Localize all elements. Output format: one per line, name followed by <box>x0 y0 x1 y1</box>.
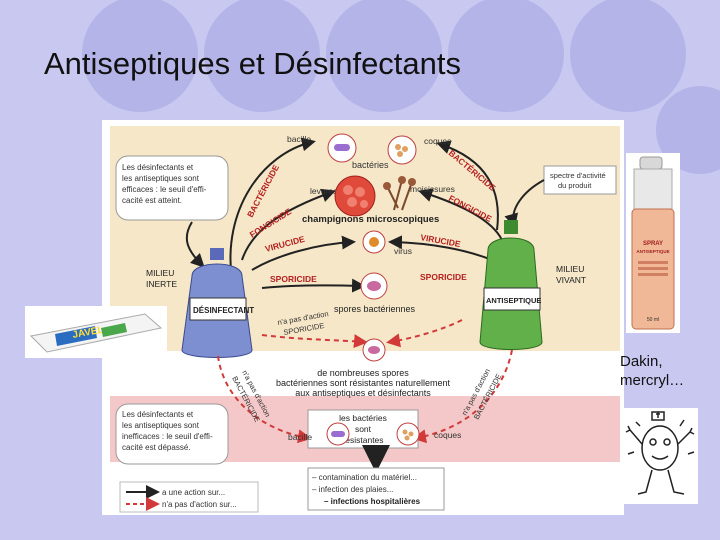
arc-left-sporicide <box>261 278 366 293</box>
coques-illustration <box>387 135 417 165</box>
moisissures-label: moisissures <box>410 184 455 194</box>
antiseptique-label: ANTISEPTIQUE <box>486 296 541 305</box>
levures-label: levures <box>310 186 337 196</box>
product-caption: Dakin, mercryl… <box>620 352 684 390</box>
inefficacy-line-3: inefficaces : le seuil d'effi- <box>122 432 213 441</box>
consequence-3: – infections hospitalières <box>324 497 421 506</box>
inefficacy-line-1: Les désinfectants et <box>122 410 194 419</box>
arc-right-fongicide <box>418 188 503 241</box>
bacille-bottom-label: bacille <box>288 432 312 442</box>
no-action-bact-left-arc <box>217 355 312 444</box>
slide-title: Antiseptiques et Désinfectants <box>44 46 462 81</box>
resistant-bacteria-1: les bactéries <box>339 413 387 423</box>
cartoon-character-image <box>624 408 698 504</box>
desinfectant-label: DÉSINFECTANT <box>193 306 254 315</box>
spore-illustration <box>360 272 388 300</box>
milieu-vivant-1: MILIEU <box>556 264 584 274</box>
spray-product-image: SPRAY ANTISEPTIQUE 50 ml <box>626 153 680 333</box>
javel-label: JAVEL <box>72 325 105 341</box>
champignons-label: champignons microscopiques <box>302 214 439 225</box>
resistant-spore-illustration <box>362 338 386 362</box>
no-action-sporicide-arc <box>261 334 368 349</box>
levures-illustration <box>334 175 376 217</box>
efficacy-line-4: cacité est atteint. <box>122 196 182 205</box>
bacteries-label: bactéries <box>352 160 389 170</box>
legend: a une action sur... n'a pas d'action sur… <box>119 481 259 513</box>
consequence-2: – infection des plaies... <box>312 485 393 494</box>
resistant-spores-2: bactériennes sont résistantes naturellem… <box>276 378 451 388</box>
spectrum-box <box>543 165 617 195</box>
inefficacy-box <box>115 403 229 465</box>
milieu-inerte-1: MILIEU <box>146 268 174 278</box>
spectrum-line-2: du produit <box>558 181 592 190</box>
milieu-inerte-2: INERTE <box>146 279 177 289</box>
moisissures-illustration <box>383 176 416 211</box>
caption-line-1: Dakin, <box>620 353 663 370</box>
inerte-arrow <box>185 221 205 268</box>
legend-no-action: n'a pas d'action sur... <box>162 500 237 509</box>
milieu-vivant-2: VIVANT <box>556 275 586 285</box>
arc-left-bactericide <box>229 137 316 281</box>
resistant-coques-illustration <box>396 422 420 446</box>
spores-label: spores bactériennes <box>334 304 416 314</box>
consequences-box <box>307 467 445 511</box>
virus-illustration <box>362 230 386 254</box>
spray-label-3: 50 ml <box>647 317 659 323</box>
inefficacy-line-2: les antiseptiques sont <box>122 421 200 430</box>
virus-label: virus <box>394 246 412 256</box>
arc-right-bactericide <box>436 140 499 231</box>
resistant-bacteria-2: sont <box>355 424 372 434</box>
coques-bottom-label: coques <box>434 430 461 440</box>
desinfectant-bottle: DÉSINFECTANT <box>181 248 254 358</box>
sporicide-left: SPORICIDE <box>270 274 317 284</box>
efficacy-line-1: Les désinfectants et <box>122 163 194 172</box>
arc-right-virucide <box>388 235 493 261</box>
efficacy-line-2: les antiseptiques sont <box>122 174 200 183</box>
efficacy-box <box>115 155 229 221</box>
javel-product-image: JAVEL <box>25 306 167 358</box>
resistant-spores-1: de nombreuses spores <box>317 368 409 378</box>
diagram-svg: Les désinfectants et les antiseptiques s… <box>102 120 624 515</box>
spectrum-line-1: spectre d'activité <box>550 171 606 180</box>
spray-label-2: ANTISEPTIQUE <box>636 249 669 254</box>
consequence-1: – contamination du matériel... <box>312 473 417 482</box>
arc-left-virucide <box>251 235 356 271</box>
inefficacy-line-4: cacité est dépassé. <box>122 443 190 452</box>
legend-action: a une action sur... <box>162 488 225 497</box>
bacille-illustration <box>327 133 357 163</box>
efficacy-line-3: efficaces : le seuil d'effi- <box>122 185 207 194</box>
bacille-label: bacille <box>287 134 311 144</box>
antiseptique-bottle: ANTISEPTIQUE <box>479 220 543 350</box>
sporicide-right: SPORICIDE <box>420 272 467 282</box>
coques-label: coques <box>424 136 451 146</box>
caption-line-2: mercryl… <box>620 372 685 389</box>
resistant-bacteria-3: résistantes <box>342 435 383 445</box>
spray-label-1: SPRAY <box>643 241 663 247</box>
diagram-figure: Les désinfectants et les antiseptiques s… <box>102 120 624 515</box>
resistant-bacille-illustration <box>326 422 350 446</box>
arc-left-fongicide <box>241 188 336 261</box>
no-action-sporicide-arc-right <box>386 319 463 348</box>
resistant-spores-3: aux antiseptiques et désinfectants <box>295 388 431 398</box>
